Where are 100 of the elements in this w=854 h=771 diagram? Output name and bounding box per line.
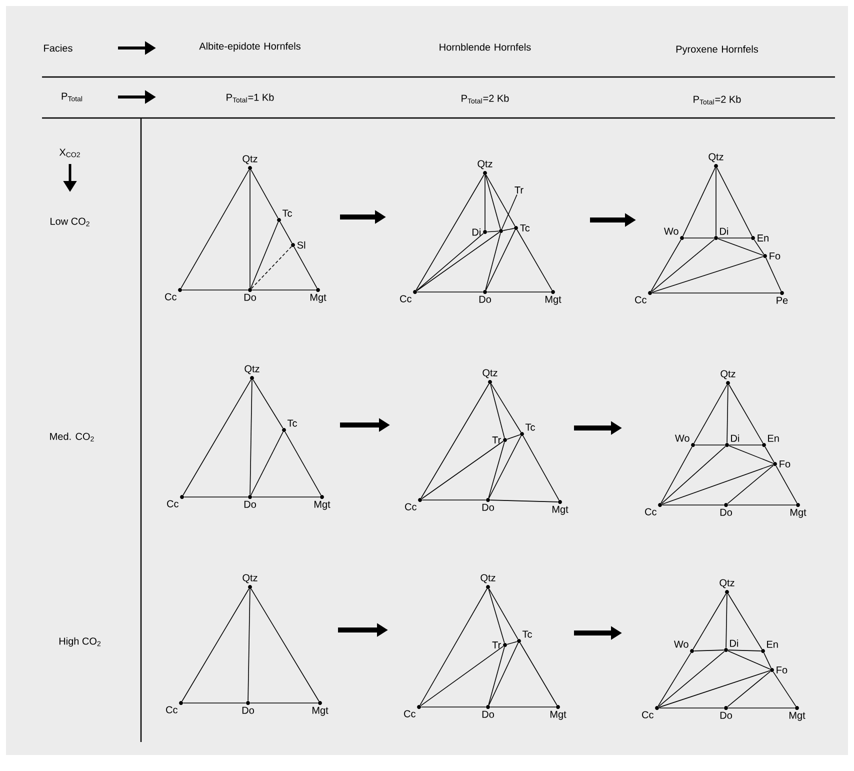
tie-line xyxy=(250,588,320,702)
node-label: Tc xyxy=(522,630,532,638)
node-label: Cc xyxy=(165,293,176,300)
tie-line xyxy=(490,384,505,438)
node-label: Cc xyxy=(167,500,178,508)
tie-line xyxy=(485,174,501,230)
node-label: Mgt xyxy=(789,712,806,721)
mineral-point: Mgt xyxy=(545,290,562,305)
tie-line xyxy=(420,706,486,708)
mineral-point: Mgt xyxy=(550,705,566,720)
node-label: Wo xyxy=(664,228,678,235)
mineral-label: Tr xyxy=(514,186,524,194)
node-label: Do xyxy=(720,508,732,516)
tie-line xyxy=(250,170,278,218)
mineral-point: Cc xyxy=(635,291,652,304)
tie-line xyxy=(718,238,764,256)
tie-line xyxy=(692,593,726,650)
tie-line xyxy=(726,594,728,648)
node-label: Qtz xyxy=(720,579,734,588)
node-label: Mgt xyxy=(310,294,326,303)
mineral-point: Cc xyxy=(166,701,183,714)
node-label: Cc xyxy=(645,508,656,516)
node-label: Tr xyxy=(492,642,501,648)
mineral-point: Cc xyxy=(400,290,417,302)
mineral-point: Qtz xyxy=(720,579,734,594)
pressure-label: P$_{Total}$=2 Kb xyxy=(694,96,741,104)
tie-line xyxy=(522,436,560,500)
tie-line xyxy=(506,434,520,440)
tie-line xyxy=(294,246,318,288)
node-label: Wo xyxy=(674,640,688,648)
tie-line xyxy=(650,239,682,292)
node-label: Wo xyxy=(674,434,690,442)
tie-line xyxy=(682,168,716,236)
tie-line xyxy=(182,588,250,702)
node-label: Pe xyxy=(776,296,788,304)
column-heading: Pyroxene Hornfels xyxy=(676,45,758,55)
pressure-label: P$_{Total}$=2 Kb xyxy=(462,94,509,104)
mineral-point: Tc xyxy=(514,224,530,232)
node-label: Qtz xyxy=(242,155,258,164)
tie-line xyxy=(658,652,692,707)
tie-line xyxy=(660,446,692,504)
mineral-point: Qtz xyxy=(480,574,496,589)
tie-line xyxy=(754,239,764,255)
tie-line xyxy=(661,446,726,504)
tie-line xyxy=(250,222,279,288)
node-label: Do xyxy=(242,706,254,714)
node-label: Mgt xyxy=(552,506,568,515)
tie-line xyxy=(490,500,558,502)
tie-line xyxy=(250,432,284,496)
mineral-point: Cc xyxy=(404,705,421,718)
tie-line xyxy=(728,384,764,444)
mineral-point: Mgt xyxy=(314,495,330,510)
node-label: Tr xyxy=(492,436,501,444)
mineral-point: Mgt xyxy=(552,500,568,515)
node-label: En xyxy=(767,640,778,648)
tie-line xyxy=(421,440,504,500)
mineral-point: Fo xyxy=(763,252,780,260)
node-label: Do xyxy=(720,712,732,719)
node-label: Tc xyxy=(282,210,292,217)
node-label: Tc xyxy=(525,424,535,431)
mineral-point: Tr xyxy=(492,436,507,444)
mineral-point: Qtz xyxy=(242,155,258,170)
mineral-point: Di xyxy=(472,228,487,236)
tie-line xyxy=(488,642,518,706)
tie-line xyxy=(764,652,772,668)
tie-line xyxy=(694,384,728,444)
tie-line xyxy=(727,465,774,504)
node-label: Cc xyxy=(400,295,412,302)
mineral-point: Mgt xyxy=(790,503,806,518)
tie-line xyxy=(506,641,518,645)
tie-line xyxy=(280,222,292,244)
node-label: Fo xyxy=(780,460,790,468)
mineral-point: Pe xyxy=(776,291,788,304)
mineral-point: En xyxy=(751,234,768,242)
tie-line xyxy=(182,379,252,496)
mineral-point: Di xyxy=(724,640,738,652)
node-label: Qtz xyxy=(708,153,724,162)
tie-line xyxy=(727,670,771,707)
leader-line xyxy=(501,194,518,230)
mineral-point: Do xyxy=(242,701,254,714)
tie-line xyxy=(488,588,518,640)
tie-line xyxy=(694,650,724,652)
node-label: Di xyxy=(730,640,738,647)
label-text: Facies xyxy=(44,44,72,52)
tie-line xyxy=(716,168,752,236)
column-heading: Albite-epidote Hornfels xyxy=(199,42,300,52)
tie-line xyxy=(658,651,725,707)
label-text: P$_{Total}$ xyxy=(62,92,82,102)
tie-line xyxy=(486,174,516,226)
node-label: Qtz xyxy=(482,369,498,378)
column-heading: Hornblende Hornfels xyxy=(440,43,531,51)
tie-line xyxy=(728,445,774,464)
mineral-point: Wo xyxy=(674,640,694,653)
node-label: Cc xyxy=(405,503,416,510)
mineral-point: Mgt xyxy=(312,701,328,716)
node-label: Cc xyxy=(642,711,654,718)
tie-line xyxy=(416,232,500,292)
tie-line xyxy=(184,496,248,498)
tie-line xyxy=(728,444,762,446)
tie-line xyxy=(252,379,284,429)
